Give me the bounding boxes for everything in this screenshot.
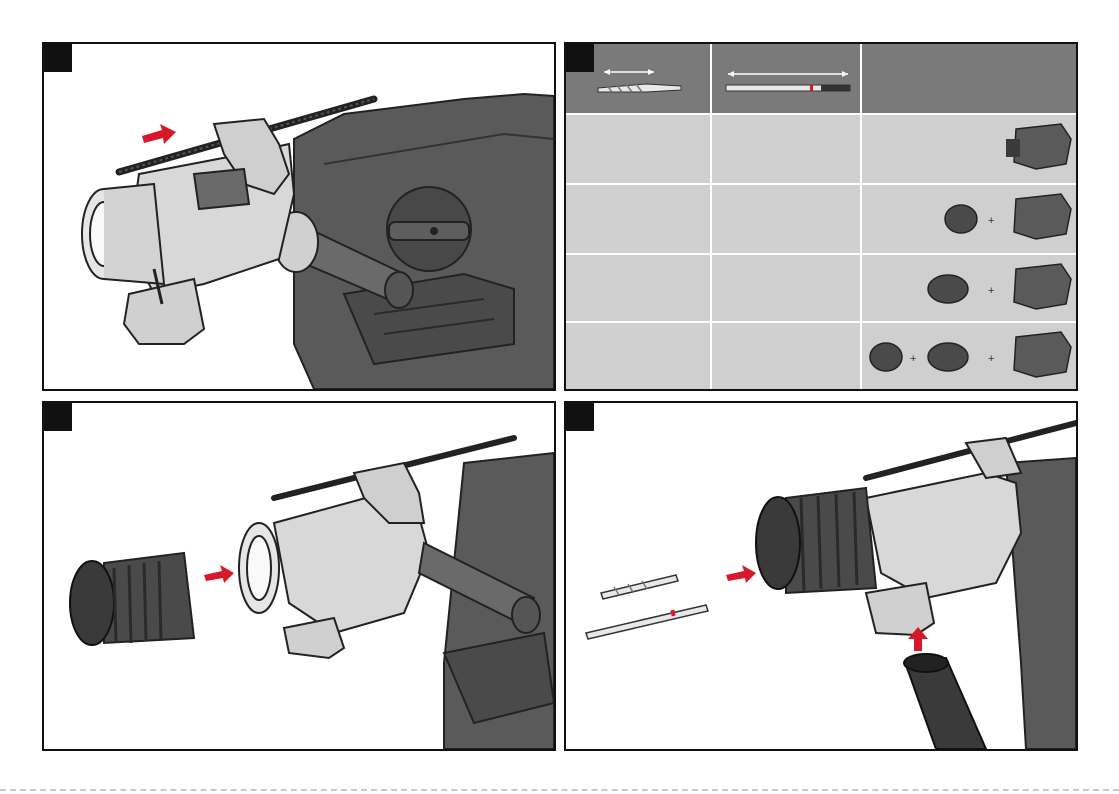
extension-table: + + + + [566, 44, 1076, 389]
plus-sign: + [988, 215, 994, 227]
panel-4-dust-extraction [564, 401, 1078, 751]
step-badge [44, 44, 72, 72]
step-badge [44, 403, 72, 431]
step-badge [566, 44, 594, 72]
chuck-attach-illustration [44, 403, 554, 749]
hammer-drill-illustration [44, 44, 554, 389]
drill-bit-long-icon [586, 605, 708, 639]
page-cut-line [0, 789, 1119, 791]
plus-sign: + [988, 285, 994, 297]
panel-1-depth-stop [42, 42, 556, 391]
plus-sign: + [988, 353, 994, 365]
row-1-tool-icon [1006, 124, 1071, 169]
step-badge [566, 403, 594, 431]
plus-sign: + [910, 353, 916, 365]
panel-2-bit-length-table: + + + + [564, 42, 1078, 391]
panel-3-attach-chuck [42, 401, 556, 751]
dust-extraction-illustration [566, 403, 1076, 749]
drill-bit-short-icon [601, 575, 678, 599]
